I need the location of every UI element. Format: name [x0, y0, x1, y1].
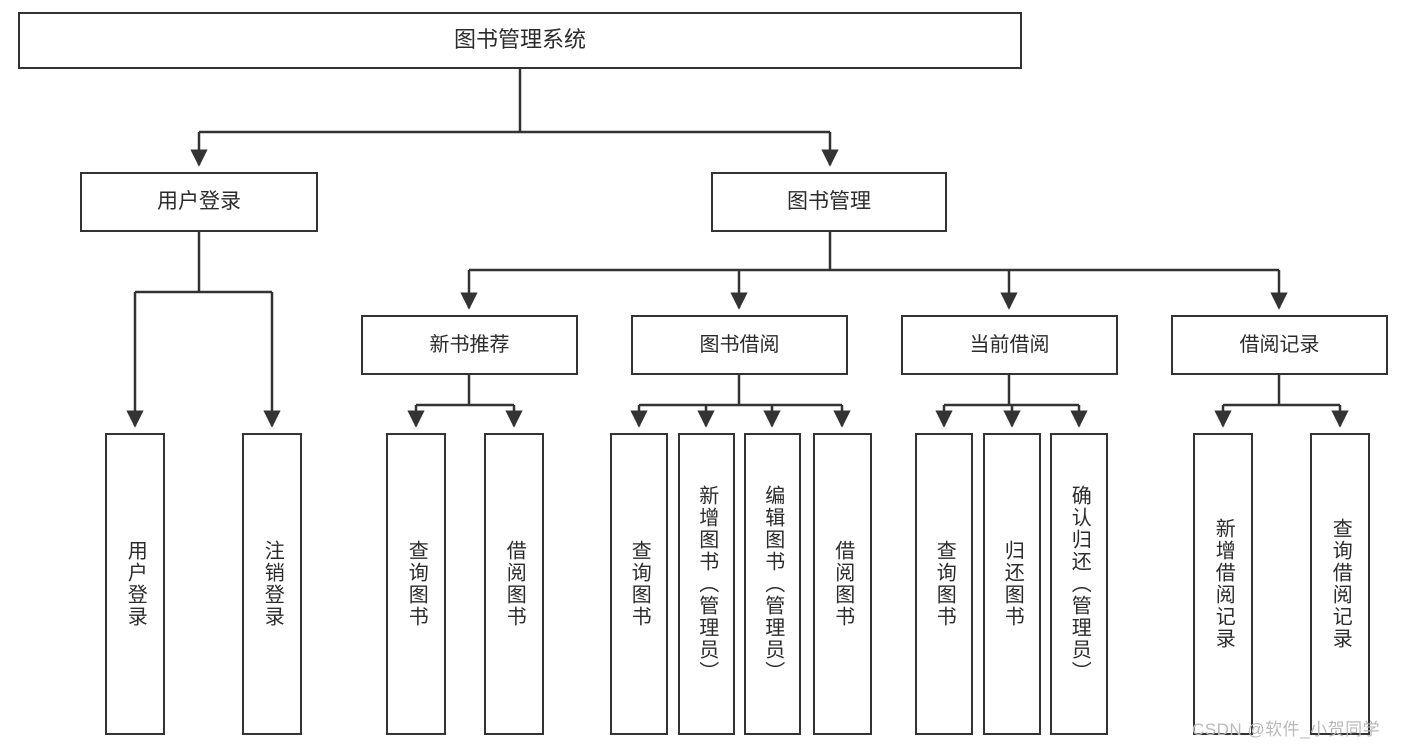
node-borrow-record[interactable]: 借阅记录: [1171, 315, 1388, 375]
node-book-manage-label: 图书管理: [787, 190, 871, 214]
node-leaf-query-book-3[interactable]: 查询图书: [915, 433, 973, 735]
node-current-borrow-label: 当前借阅: [969, 333, 1050, 356]
node-root[interactable]: 图书管理系统: [18, 12, 1022, 69]
node-leaf-confirm-return-label: 确认归还（管理员）: [1068, 485, 1091, 683]
node-leaf-user-login-label: 用户登录: [124, 540, 147, 628]
node-leaf-borrow-book-1-label: 借阅图书: [503, 540, 526, 628]
csdn-watermark: CSDN @软件_小贺同学: [1192, 720, 1381, 739]
node-leaf-query-book-3-label: 查询图书: [933, 540, 956, 628]
node-leaf-query-book-1-label: 查询图书: [405, 540, 428, 628]
node-leaf-add-book[interactable]: 新增图书（管理员）: [678, 433, 735, 735]
node-leaf-borrow-book-2[interactable]: 借阅图书: [813, 433, 872, 735]
node-leaf-confirm-return[interactable]: 确认归还（管理员）: [1050, 433, 1108, 735]
node-leaf-logout-login-label: 注销登录: [261, 540, 284, 628]
node-book-manage[interactable]: 图书管理: [711, 172, 947, 232]
node-leaf-user-login[interactable]: 用户登录: [105, 433, 165, 735]
node-leaf-add-book-label: 新增图书（管理员）: [695, 485, 718, 683]
node-leaf-edit-book[interactable]: 编辑图书（管理员）: [744, 433, 801, 735]
node-leaf-add-record[interactable]: 新增借阅记录: [1193, 433, 1253, 735]
node-new-book-recommend-label: 新书推荐: [429, 333, 510, 356]
node-book-borrow[interactable]: 图书借阅: [631, 315, 848, 375]
node-leaf-logout-login[interactable]: 注销登录: [242, 433, 302, 735]
node-leaf-query-book-1[interactable]: 查询图书: [386, 433, 446, 735]
node-current-borrow[interactable]: 当前借阅: [901, 315, 1118, 375]
node-user-login[interactable]: 用户登录: [80, 172, 318, 232]
node-leaf-query-book-2[interactable]: 查询图书: [610, 433, 668, 735]
node-borrow-record-label: 借阅记录: [1239, 333, 1320, 356]
node-root-label: 图书管理系统: [453, 27, 586, 53]
node-leaf-query-record-label: 查询借阅记录: [1329, 518, 1352, 650]
node-leaf-borrow-book-2-label: 借阅图书: [831, 540, 854, 628]
node-leaf-return-book[interactable]: 归还图书: [983, 433, 1041, 735]
node-book-borrow-label: 图书借阅: [699, 333, 780, 356]
node-leaf-add-record-label: 新增借阅记录: [1212, 518, 1235, 650]
node-leaf-edit-book-label: 编辑图书（管理员）: [761, 485, 784, 683]
node-leaf-borrow-book-1[interactable]: 借阅图书: [484, 433, 544, 735]
node-leaf-query-record[interactable]: 查询借阅记录: [1310, 433, 1370, 735]
node-leaf-return-book-label: 归还图书: [1001, 540, 1024, 628]
node-leaf-query-book-2-label: 查询图书: [628, 540, 651, 628]
node-new-book-recommend[interactable]: 新书推荐: [361, 315, 578, 375]
node-user-login-label: 用户登录: [157, 190, 241, 214]
